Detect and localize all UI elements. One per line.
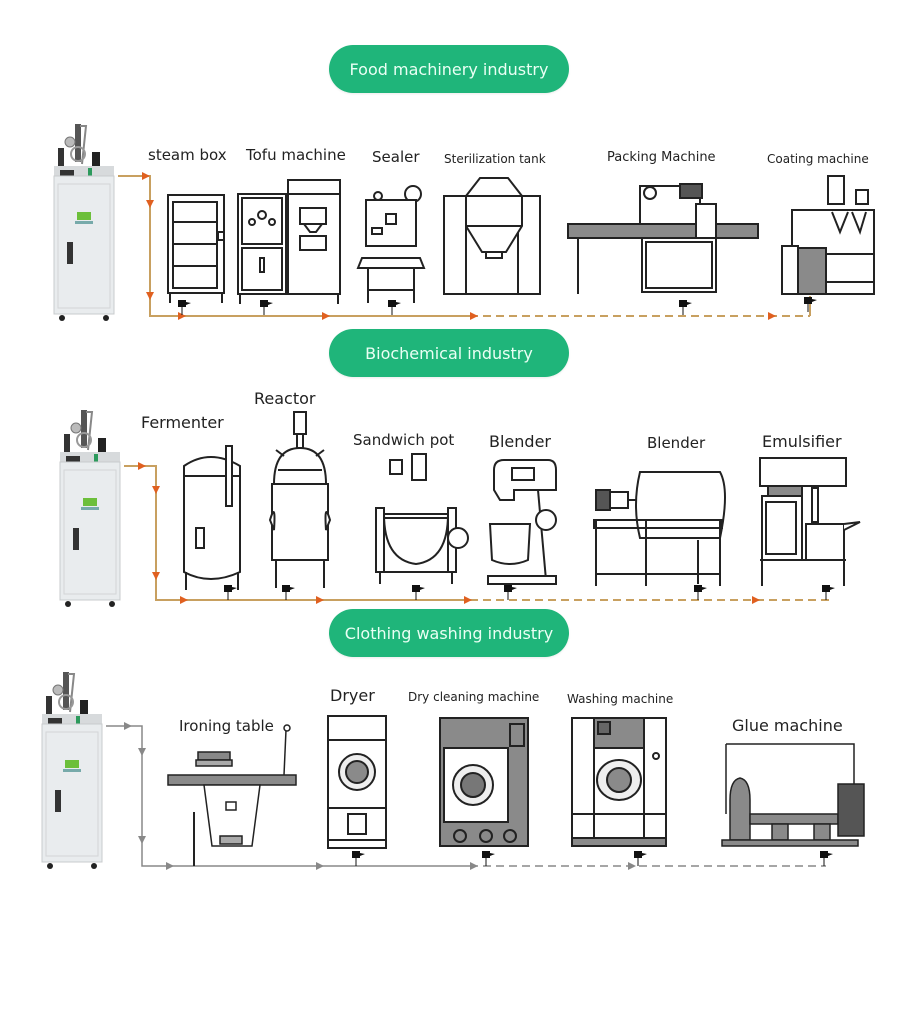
machine-label: Sterilization tank (444, 152, 546, 166)
glue-machine-icon (721, 743, 865, 847)
machine-label: Washing machine (567, 692, 674, 706)
machine-label: Sealer (372, 148, 420, 166)
valve-icon (503, 584, 518, 601)
machine-label: Emulsifier (762, 432, 842, 451)
steam-generator-icon (59, 409, 121, 608)
valve-icon (693, 584, 708, 601)
flow-arrows-biochemical (138, 462, 760, 604)
steam-generator-icon (53, 123, 115, 322)
coating-machine-icon (781, 175, 875, 295)
steam-generator-icon (41, 671, 103, 870)
valve-icon (821, 584, 836, 601)
valve-icon (678, 299, 693, 316)
tofu-machine-icon (237, 179, 341, 304)
machine-label: Packing Machine (607, 150, 716, 165)
machine-label: steam box (148, 146, 227, 164)
reactor-icon (268, 411, 332, 588)
valve-icon (177, 299, 192, 316)
valve-icon (259, 299, 274, 316)
sandwich-pot-icon (375, 453, 469, 584)
emulsifier-icon (759, 457, 861, 586)
dryer-icon (327, 715, 387, 849)
machine-label: Coating machine (767, 152, 869, 166)
machine-label: Ironing table (179, 717, 274, 735)
machine-label: Tofu machine (246, 146, 346, 164)
section-title-biochemical: Biochemical industry (329, 329, 569, 377)
valve-icon (819, 850, 834, 867)
dry-cleaning-machine-icon (439, 717, 529, 847)
ironing-table-icon (167, 724, 297, 866)
machine-label: Sandwich pot (353, 431, 455, 449)
machine-label: Blender (489, 432, 551, 451)
valve-icon (223, 584, 238, 601)
machine-label: Reactor (254, 389, 316, 408)
flow-arrows-clothing (124, 722, 636, 870)
valve-icon (633, 850, 648, 867)
section-title-food-text: Food machinery industry (349, 59, 549, 79)
packing-machine-icon (567, 183, 759, 294)
flow-arrows-food (142, 172, 776, 320)
valve-icon (411, 584, 426, 601)
section-title-biochemical-text: Biochemical industry (365, 343, 533, 363)
machine-label: Dryer (330, 686, 375, 705)
machine-label: Fermenter (141, 413, 224, 432)
sterilization-tank-icon (443, 177, 541, 295)
washing-machine-icon (571, 717, 667, 847)
section-title-clothing: Clothing washing industry (329, 609, 569, 657)
fermenter-icon (183, 445, 241, 590)
valve-icon (387, 299, 402, 316)
machine-label: Dry cleaning machine (408, 690, 540, 704)
valve-icon (351, 850, 366, 867)
valve-icon (481, 850, 496, 867)
steam-box-icon (167, 194, 225, 303)
valve-icon (281, 584, 296, 601)
section-title-clothing-text: Clothing washing industry (344, 623, 554, 643)
horizontal-blender-icon (593, 471, 726, 586)
machine-label: Blender (647, 434, 706, 452)
sealer-icon (356, 185, 426, 303)
section-title-food: Food machinery industry (329, 45, 569, 93)
machine-label: Glue machine (732, 716, 843, 735)
stand-blender-icon (487, 459, 557, 585)
